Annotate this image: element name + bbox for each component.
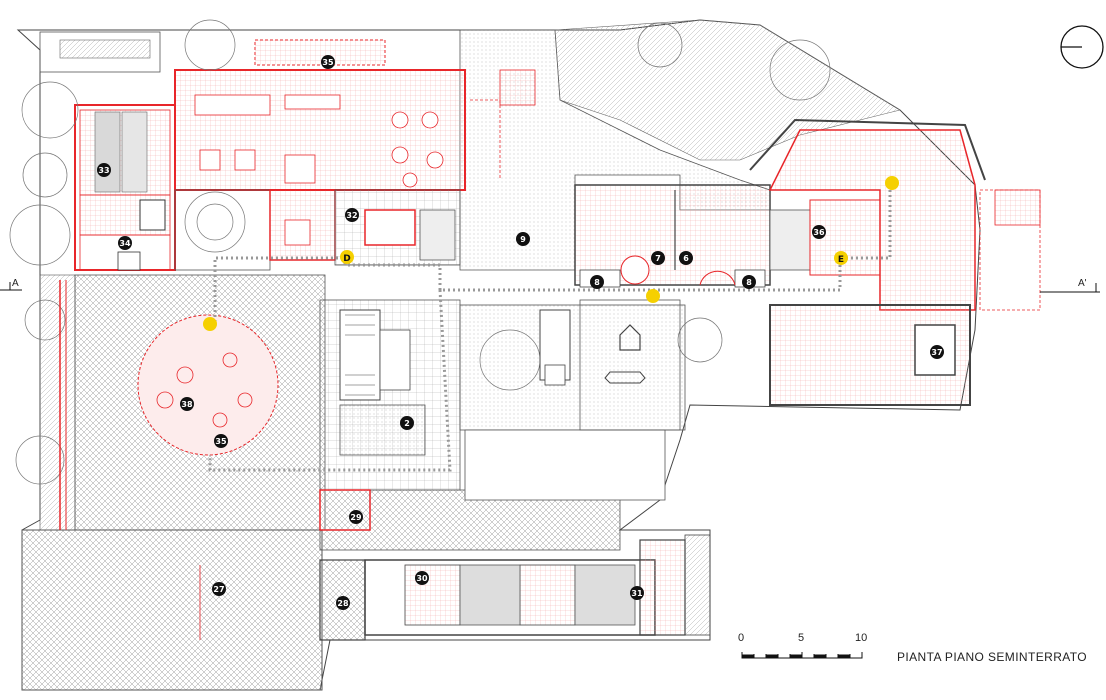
room-marker-dot <box>415 571 429 585</box>
section-mark-left: A <box>12 278 19 289</box>
room-marker-9[interactable]: 9 <box>516 232 530 246</box>
room-marker-label: 8 <box>594 278 600 287</box>
yellow-point <box>885 176 899 190</box>
yellow-point <box>646 289 660 303</box>
room-marker-37[interactable]: 37 <box>930 345 944 359</box>
central-block <box>319 299 681 531</box>
scale-label-10: 10 <box>855 632 868 644</box>
room-marker-label: 9 <box>520 235 526 244</box>
room-marker-29[interactable]: 29 <box>349 510 363 524</box>
room-marker-label: 30 <box>416 574 428 583</box>
room-marker-dot <box>118 236 132 250</box>
room-27-outline <box>59 280 201 640</box>
room-marker-label: 35 <box>322 58 334 67</box>
room-marker-label: 32 <box>346 211 357 220</box>
room-marker-dot <box>97 163 111 177</box>
circular-patio <box>137 314 279 456</box>
room-marker-label: 27 <box>213 585 224 594</box>
room-marker-label: 35 <box>215 437 227 446</box>
room-marker-6[interactable]: 6 <box>679 251 693 265</box>
room-marker-35[interactable]: 35 <box>321 55 335 69</box>
room-marker-dot <box>180 397 194 411</box>
room-marker-dot <box>590 275 604 289</box>
room-marker-7[interactable]: 7 <box>651 251 665 265</box>
room-marker-28[interactable]: 28 <box>336 596 350 610</box>
yellow-point <box>203 317 217 331</box>
scale-label-0: 0 <box>738 632 745 644</box>
room-number-markers: 35 33 34 32 9 7 6 8 8 36 37 38 35 2 29 27 28 30 31 <box>97 55 944 610</box>
room-marker-label: 38 <box>181 400 193 409</box>
room-marker-36[interactable]: 36 <box>812 225 826 239</box>
room-marker-label: 36 <box>813 228 825 237</box>
access-point-e-label: E <box>838 255 844 265</box>
room-marker-38[interactable]: 38 <box>180 397 194 411</box>
paving-areas <box>21 19 901 691</box>
room-marker-label: 2 <box>404 419 410 428</box>
room-marker-8[interactable]: 8 <box>742 275 756 289</box>
room-marker-label: 7 <box>655 254 661 263</box>
scale-bar <box>741 652 863 659</box>
access-point-e[interactable]: E <box>834 251 848 265</box>
room-marker-32[interactable]: 32 <box>345 208 359 222</box>
room-marker-2[interactable]: 2 <box>400 416 414 430</box>
room-marker-dot <box>336 596 350 610</box>
scale-label-5: 5 <box>798 632 805 644</box>
room-marker-dot <box>742 275 756 289</box>
room-marker-label: 29 <box>350 513 362 522</box>
room-marker-label: 33 <box>98 166 109 175</box>
plan-title: PIANTA PIANO SEMINTERRATO <box>897 650 1088 664</box>
room-marker-label: 8 <box>746 278 752 287</box>
room-marker-34[interactable]: 34 <box>118 236 132 250</box>
room-marker-35[interactable]: 35 <box>214 434 228 448</box>
room-marker-label: 37 <box>931 348 942 357</box>
upper-left-block <box>39 31 466 271</box>
room-marker-dot <box>349 510 363 524</box>
room-marker-dot <box>679 251 693 265</box>
circulation-path <box>208 185 892 472</box>
access-point-d[interactable]: D <box>340 250 354 264</box>
room-marker-dot <box>214 434 228 448</box>
room-marker-label: 28 <box>337 599 349 608</box>
room-marker-27[interactable]: 27 <box>212 582 226 596</box>
room-marker-dot <box>651 251 665 265</box>
north-arrow-icon <box>1060 25 1104 69</box>
section-line-a <box>0 282 1100 293</box>
room-marker-30[interactable]: 30 <box>415 571 429 585</box>
room-marker-label: 34 <box>119 239 131 248</box>
room-marker-dot <box>630 586 644 600</box>
room-marker-dot <box>812 225 826 239</box>
room-marker-31[interactable]: 31 <box>630 586 644 600</box>
lower-block <box>319 534 711 641</box>
room-marker-dot <box>321 55 335 69</box>
room-marker-label: 31 <box>631 589 643 598</box>
section-mark-right: A' <box>1078 278 1087 289</box>
room-marker-label: 6 <box>683 254 689 263</box>
room-marker-8[interactable]: 8 <box>590 275 604 289</box>
room-marker-dot <box>345 208 359 222</box>
access-point-d-label: D <box>343 254 350 264</box>
room-marker-dot <box>212 582 226 596</box>
tree-symbol <box>9 19 831 485</box>
room-marker-dot <box>516 232 530 246</box>
room-marker-dot <box>400 416 414 430</box>
room-marker-dot <box>930 345 944 359</box>
room-marker-33[interactable]: 33 <box>97 163 111 177</box>
